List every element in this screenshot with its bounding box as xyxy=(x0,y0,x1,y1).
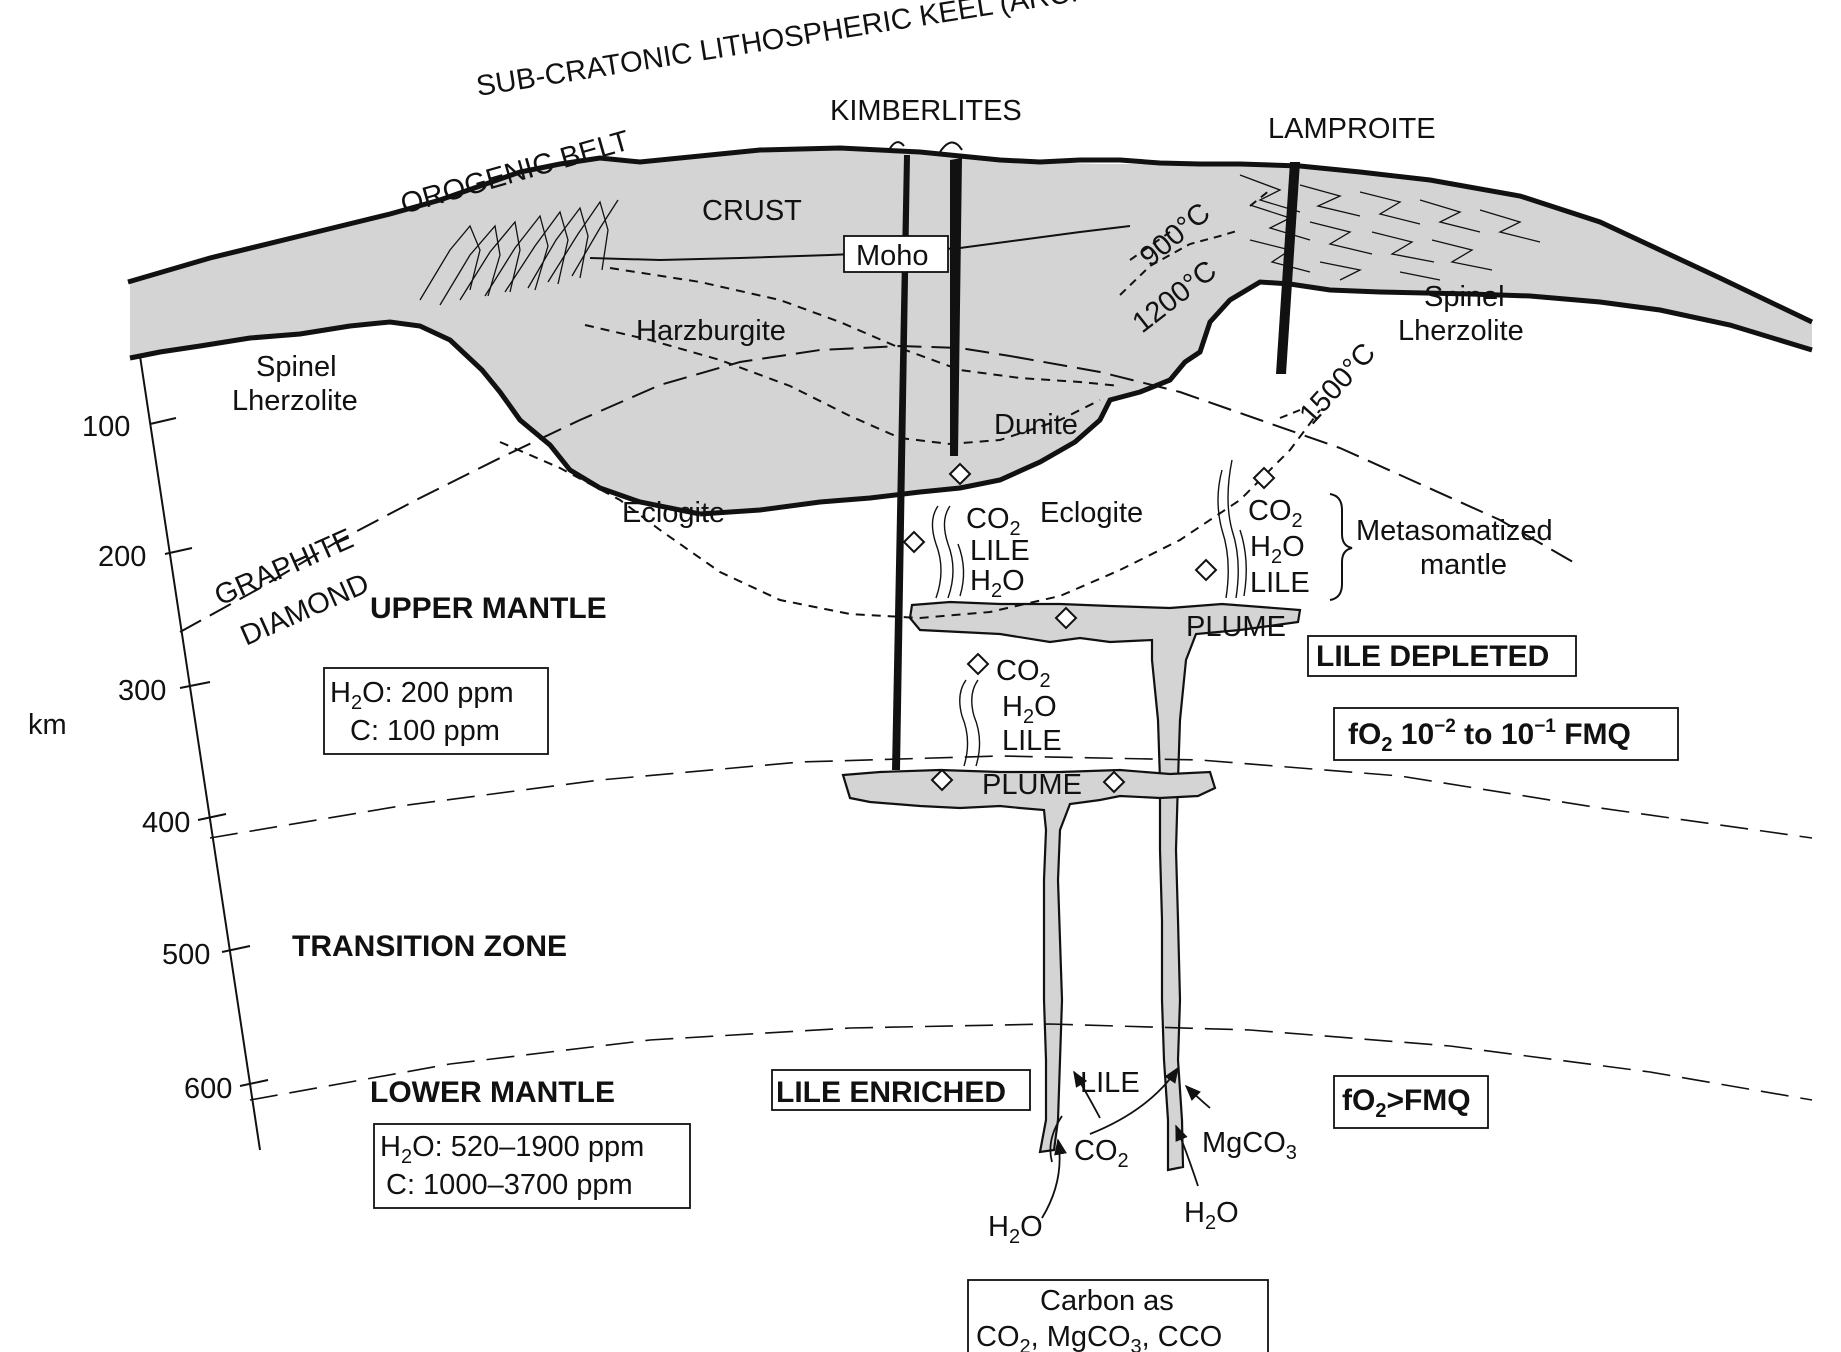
lile-enriched-box: LILE ENRICHED xyxy=(771,1069,1031,1111)
kimberlite-volatiles: CO2 LILE H2O xyxy=(966,503,1030,602)
surface-line xyxy=(127,145,1814,325)
lithosphere-base-line xyxy=(129,279,1813,517)
transition-zone-label: TRANSITION ZONE xyxy=(292,930,567,963)
depth-tick-500: 500 xyxy=(162,939,210,971)
metasomatic-veins xyxy=(931,459,1247,767)
spinel-right-line1: Spinel xyxy=(1424,281,1505,313)
depth-tick-100: 100 xyxy=(82,411,130,443)
lower-lile-label: LILE xyxy=(1080,1067,1140,1099)
lm-h2o-sub: 2 xyxy=(401,1146,412,1168)
um-h2o-h: H xyxy=(330,677,351,709)
moho-label-bg xyxy=(843,235,949,273)
lamproite-lile: LILE xyxy=(1250,567,1310,599)
lithosphere-body xyxy=(130,148,1812,514)
svg-text:CO2, MgCO3, CCO: CO2, MgCO3, CCO xyxy=(976,1321,1222,1352)
svg-text:H2O: 520–1900 ppm: H2O: 520–1900 ppm xyxy=(380,1131,644,1168)
graphite-diamond-line xyxy=(179,344,1011,633)
petrologic-boundaries xyxy=(499,267,1321,620)
upper-mantle-label: UPPER MANTLE xyxy=(370,592,607,625)
upper-mantle-volatile-box: H2O: 200 ppm C: 100 ppm xyxy=(323,667,549,755)
lile-enriched-label: LILE ENRICHED xyxy=(776,1076,1006,1109)
um-h2o-sub: 2 xyxy=(351,692,362,714)
lamproite-conduit xyxy=(1276,162,1300,374)
lamproite-volatiles: CO2 H2O LILE xyxy=(1248,495,1310,599)
svg-text:H2O: 200 ppm: H2O: 200 ppm xyxy=(330,677,514,714)
lower-h2o-right-label: H2O xyxy=(1184,1197,1239,1234)
metasomatized-brace xyxy=(1329,493,1353,601)
moho-label: Moho xyxy=(856,240,929,272)
metasomatized-line2: mantle xyxy=(1420,549,1507,581)
fo2-lower-box: fO2>FMQ xyxy=(1333,1075,1489,1129)
lile-depleted-label: LILE DEPLETED xyxy=(1316,640,1549,673)
svg-text:H2O: H2O xyxy=(1002,691,1057,728)
lamproite-label: LAMPROITE xyxy=(1268,113,1436,145)
lower-mgco3-label: MgCO3 xyxy=(1202,1127,1297,1164)
lile-depleted-box: LILE DEPLETED xyxy=(1307,635,1577,677)
um-carbon-value: C: 100 ppm xyxy=(350,715,500,747)
svg-text:fO2 10−2 to 10−1 FMQ: fO2 10−2 to 10−1 FMQ xyxy=(1348,716,1631,756)
um-h2o-value: O: 200 ppm xyxy=(362,677,514,709)
lm-carbon-value: C: 1000–3700 ppm xyxy=(386,1169,633,1201)
lm-h2o-h: H xyxy=(380,1131,401,1163)
depth-tick-400: 400 xyxy=(142,807,190,839)
carbon-box-line1: Carbon as xyxy=(1040,1285,1174,1317)
plume-lower xyxy=(841,768,1217,1154)
carbon-species-box: Carbon as CO2, MgCO3, CCO xyxy=(967,1279,1269,1352)
diagram-title: SUB-CRATONIC LITHOSPHERIC KEEL (ARCHEAN?… xyxy=(474,0,1177,103)
lm-h2o-value: O: 520–1900 ppm xyxy=(412,1131,644,1163)
depth-tick-labels: 100 200 300 400 500 600 km xyxy=(28,411,232,1105)
plume-lile: LILE xyxy=(1002,725,1062,757)
lower-co2-label: CO2 xyxy=(1074,1135,1129,1172)
metasomatized-line1: Metasomatized xyxy=(1356,515,1553,547)
depth-tick-600: 600 xyxy=(184,1073,232,1105)
plume-lower-label: PLUME xyxy=(982,769,1082,801)
kimberlite-conduits xyxy=(887,141,963,770)
boundary-660 xyxy=(249,1023,1813,1101)
harzburgite-label: Harzburgite xyxy=(636,315,786,347)
dunite-label: Dunite xyxy=(994,409,1078,441)
lower-h2o-left-label: H2O xyxy=(988,1211,1043,1248)
svg-text:fO2>FMQ: fO2>FMQ xyxy=(1342,1084,1471,1122)
spinel-left-line2: Lherzolite xyxy=(232,385,358,417)
plume-upper-label: PLUME xyxy=(1186,611,1286,643)
kimberlite-lile: LILE xyxy=(970,535,1030,567)
spinel-left-line1: Spinel xyxy=(256,351,337,383)
isotherm-900 xyxy=(1129,189,1271,261)
eclogite-right-label: Eclogite xyxy=(1040,497,1143,529)
spinel-right-line2: Lherzolite xyxy=(1398,315,1524,347)
isotherm-1200 xyxy=(1119,229,1241,296)
depth-unit: km xyxy=(28,709,67,741)
depth-axis xyxy=(139,355,269,1151)
isotherm-1500-label: 1500°C xyxy=(1293,337,1382,431)
orogenic-hatch-left xyxy=(419,199,619,306)
graphite-diamond-line-east xyxy=(1009,355,1581,567)
orogenic-hatch-right xyxy=(1239,174,1541,281)
depth-tick-200: 200 xyxy=(98,541,146,573)
eclogite-left-label: Eclogite xyxy=(622,497,725,529)
plume-volatiles: CO2 H2O LILE xyxy=(996,655,1062,757)
boundary-410 xyxy=(209,755,1813,839)
depth-tick-300: 300 xyxy=(118,675,166,707)
svg-text:CO2: CO2 xyxy=(996,655,1051,692)
lower-mantle-label: LOWER MANTLE xyxy=(370,1076,615,1109)
fo2-upper-box: fO2 10−2 to 10−1 FMQ xyxy=(1333,707,1679,761)
lower-mantle-volatile-box: H2O: 520–1900 ppm C: 1000–3700 ppm xyxy=(373,1123,691,1209)
lower-mantle-arrows xyxy=(1041,1066,1211,1219)
kimberlites-label: KIMBERLITES xyxy=(830,95,1022,127)
crust-label: CRUST xyxy=(702,195,802,227)
svg-text:H2O: H2O xyxy=(970,565,1025,602)
svg-text:CO2: CO2 xyxy=(966,503,1021,540)
isotherm-1500 xyxy=(1279,409,1301,419)
svg-text:CO2: CO2 xyxy=(1248,495,1303,532)
diamond-markers xyxy=(902,462,1276,794)
svg-text:H2O: H2O xyxy=(1250,531,1305,568)
